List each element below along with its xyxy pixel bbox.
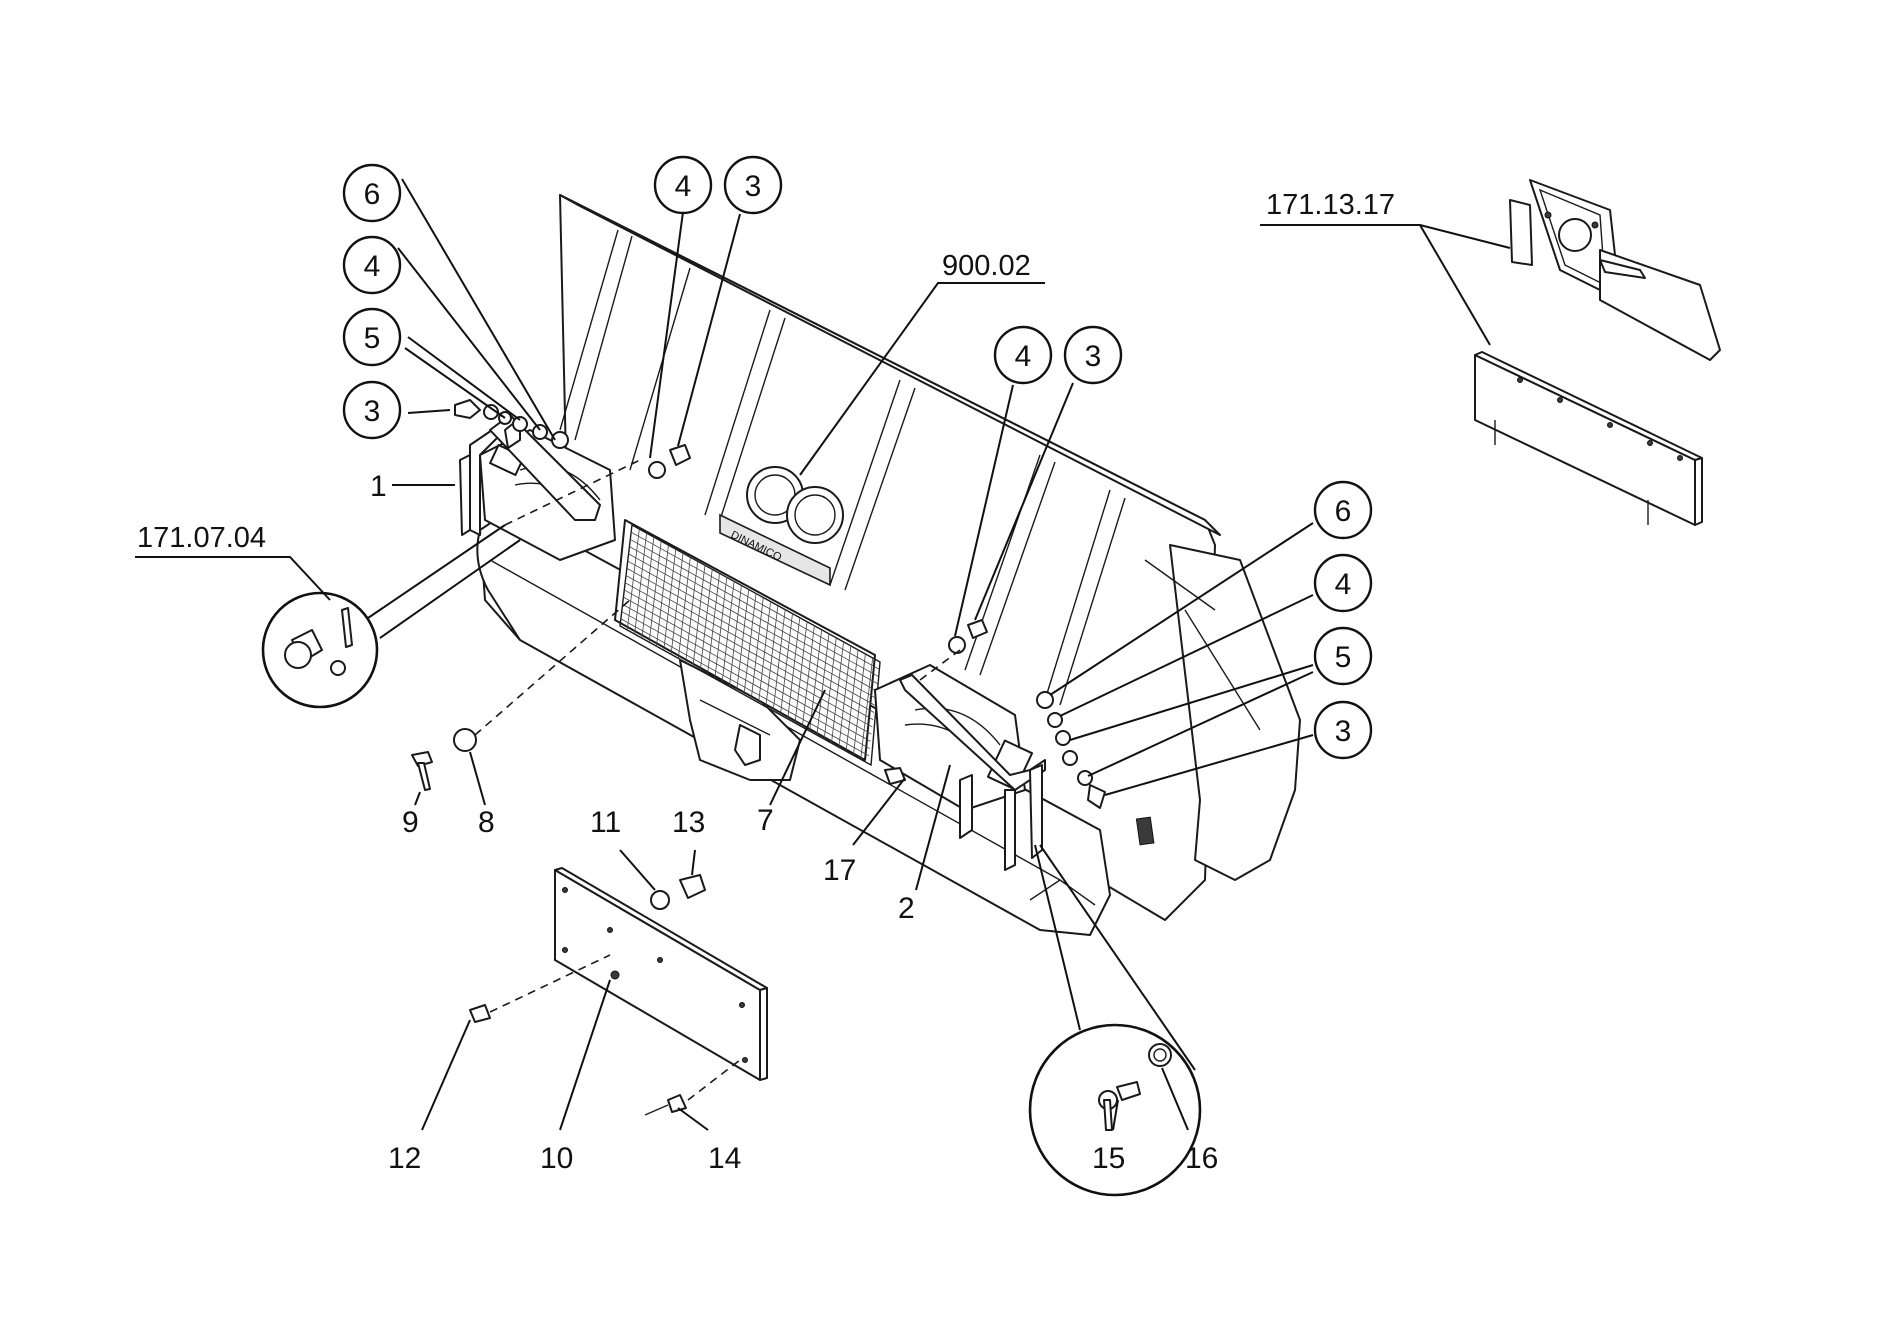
ref-badge-900-02: 900.02 (942, 250, 1031, 282)
callout-right-5-label: 5 (1335, 641, 1352, 674)
callout-left-4: 4 (342, 235, 402, 295)
grille-mesh-line (622, 604, 871, 742)
callout-left-3-label: 3 (364, 395, 381, 428)
grille-mesh-line (627, 560, 876, 699)
callout-left-4-label: 4 (364, 250, 381, 283)
grille-mesh-line (623, 596, 872, 735)
ref-left-detail-171-07-04: 171.07.04 (137, 522, 266, 554)
detail-circle-171-07-04 (261, 591, 379, 709)
grille-mesh-line (630, 531, 880, 670)
grille-mesh-line (630, 539, 879, 677)
grille-mesh-line (629, 546, 878, 684)
callout-center-3-label: 3 (1085, 340, 1102, 373)
label-2: 2 (898, 892, 915, 925)
grille-mesh-line (625, 575, 875, 713)
callout-left-3: 3 (342, 380, 402, 440)
grille-mesh-line (626, 567, 876, 706)
callout-right-3-label: 3 (1335, 715, 1352, 748)
callout-right-6-label: 6 (1335, 495, 1352, 528)
callout-mid-4: 4 (653, 155, 713, 215)
callout-right-5: 5 (1313, 626, 1373, 686)
plate-fasteners (469, 874, 741, 1116)
left-grab-handle (459, 414, 601, 536)
label-16: 16 (1185, 1142, 1218, 1175)
detail-right-leader-a (1034, 844, 1081, 1031)
tow-hitch-block (679, 659, 801, 781)
callout-right-4: 4 (1313, 553, 1373, 613)
plate-bracket-kit (1509, 179, 1721, 361)
label-13: 13 (672, 806, 705, 839)
callout-left-6: 6 (342, 163, 402, 223)
mid-fastener-stack (648, 444, 691, 479)
left-assembly-dash (504, 459, 641, 526)
grille-mesh-line (624, 582, 874, 721)
callout-right-3: 3 (1313, 700, 1373, 760)
grille-mesh-pattern (620, 528, 880, 760)
callout-right-4-label: 4 (1335, 568, 1352, 601)
detail-left-leader-a (367, 524, 506, 619)
label-10: 10 (540, 1142, 573, 1175)
callout-center-4-label: 4 (1015, 340, 1032, 373)
left-fastener-stack (454, 399, 569, 449)
callout-left-5-label: 5 (364, 322, 381, 355)
grille-mesh-line (628, 553, 877, 692)
label-14: 14 (708, 1142, 741, 1175)
license-plate (554, 867, 768, 1081)
right-fastener-stack (1036, 691, 1106, 809)
callout-left-6-label: 6 (364, 178, 381, 211)
callout-right-6: 6 (1313, 480, 1373, 540)
label-7: 7 (757, 804, 774, 837)
label-12: 12 (388, 1142, 421, 1175)
label-15: 15 (1092, 1142, 1125, 1175)
label-17: 17 (823, 854, 856, 887)
callout-mid-4-label: 4 (675, 170, 692, 203)
grille-bolt-and-washer (411, 599, 631, 791)
callout-mid-3-label: 3 (745, 170, 762, 203)
detail-right-leader-b (1039, 844, 1196, 1071)
grille-mesh-line (620, 618, 870, 757)
callout-mid-3: 3 (723, 155, 783, 215)
detail-circle-right (1028, 1023, 1202, 1197)
plate-kit-panel (1474, 351, 1703, 526)
grille-mesh-line (621, 611, 870, 749)
callout-center-4: 4 (993, 325, 1053, 385)
detail-left-leader-b (379, 539, 521, 639)
right-grab-handle (899, 674, 1046, 871)
label-9: 9 (402, 806, 419, 839)
label-1: 1 (370, 470, 387, 503)
ref-plate-kit-171-13-17: 171.13.17 (1266, 189, 1395, 221)
fitting-17 (884, 767, 906, 785)
callout-center-3: 3 (1063, 325, 1123, 385)
brand-emblem: DINAMICO (719, 466, 844, 587)
label-8: 8 (478, 806, 495, 839)
center-fastener-stack (948, 619, 988, 654)
callout-left-5: 5 (342, 307, 402, 367)
grille-mesh-line (624, 589, 873, 728)
leader-lines (135, 178, 1511, 1131)
label-11: 11 (590, 806, 621, 839)
